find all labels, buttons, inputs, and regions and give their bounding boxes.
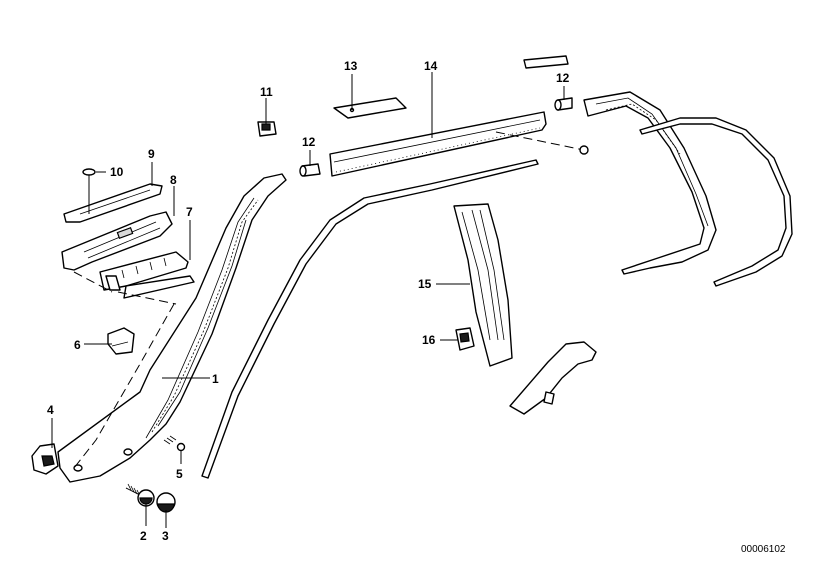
callout-8: 8 (170, 173, 177, 187)
bracket-part-6 (107, 327, 135, 355)
clip-part-11 (257, 121, 277, 137)
assembly-line-lower (73, 303, 175, 469)
document-number: 00006102 (741, 544, 786, 555)
door-frame-seal (583, 91, 717, 275)
callout-9: 9 (148, 147, 155, 161)
clip-part-16 (455, 327, 475, 351)
outer-door-seal (639, 117, 793, 287)
bracket-part-7 (99, 251, 195, 299)
roof-molding (201, 159, 539, 479)
callout-13: 13 (344, 59, 358, 73)
callout-14: 14 (424, 59, 438, 73)
callout-2: 2 (140, 529, 147, 543)
callout-12b: 12 (556, 71, 570, 85)
callout-16: 16 (422, 333, 436, 347)
callout-3: 3 (162, 529, 169, 543)
callout-6: 6 (74, 338, 81, 352)
callout-4: 4 (47, 403, 54, 417)
b-pillar-trim-part-15 (453, 203, 513, 367)
trim-piece-part-8 (61, 211, 173, 271)
lower-rear-trim (509, 341, 597, 415)
screw-part-2 (125, 483, 155, 507)
callout-leaders (51, 72, 565, 528)
callout-10: 10 (110, 165, 124, 179)
callout-5: 5 (176, 467, 183, 481)
roof-strip-part-14 (329, 55, 589, 177)
assembly-line-left (73, 271, 113, 293)
rivet-part-10 (82, 168, 96, 214)
cover-part-9 (63, 183, 163, 223)
cap-part-3 (156, 492, 176, 513)
spacer-part-12a (299, 163, 321, 177)
screw-part-5 (163, 435, 186, 452)
clip-part-4 (31, 443, 59, 475)
spacer-part-12b (554, 97, 573, 111)
plate-part-13 (333, 97, 407, 119)
callout-1: 1 (212, 372, 219, 386)
callout-11: 11 (260, 85, 273, 99)
assembly-line-bracket (117, 291, 177, 305)
callout-7: 7 (186, 205, 193, 219)
callout-12a: 12 (302, 135, 316, 149)
callout-15: 15 (418, 277, 432, 291)
a-pillar-trim (57, 173, 287, 483)
